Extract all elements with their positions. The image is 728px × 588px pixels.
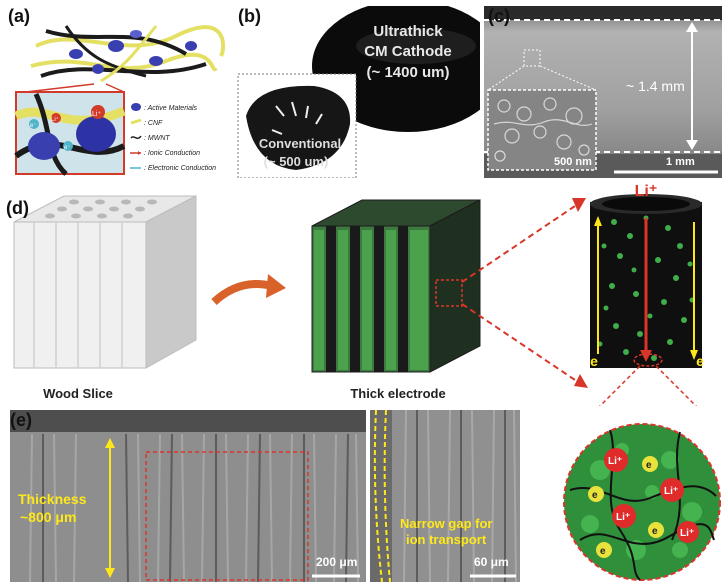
channel-cylinder — [590, 194, 702, 368]
magnified-inset — [487, 89, 597, 171]
panel-a-figure: Li⁺ e⁻ Li⁺ e⁻ : Active Materials : CNF :… — [13, 25, 226, 176]
zoom-arrow-bottom — [461, 303, 579, 383]
circle-e-label: e — [652, 526, 658, 537]
main-scale-label: 1 mm — [666, 156, 695, 168]
panel-c: ~ 1.4 mm 500 nm 1 mm (c) — [484, 6, 722, 178]
panel-e-sem-left: Thickness ~800 μm 200 μm — [10, 410, 366, 582]
panel-label-d: (d) — [6, 198, 29, 218]
conventional-label: Conventional — [259, 136, 341, 151]
panel-label-b: (b) — [238, 6, 261, 26]
legend-ionic-conduction: : Ionic Conduction — [144, 150, 200, 157]
zoom-arrow-top — [461, 203, 579, 283]
gap-label-line2: ion transport — [406, 532, 487, 547]
circle-li-label: Li⁺ — [608, 456, 622, 467]
process-arrow — [211, 280, 273, 306]
circle-e-label: e — [592, 490, 598, 501]
cathode-title-line1: Ultrathick — [373, 23, 443, 40]
panel-e-sem-right: Narrow gap for ion transport 60 μm — [370, 410, 520, 582]
scale-label-left: 200 μm — [316, 555, 357, 569]
zoom-circle-panel: Li⁺ Li⁺ Li⁺ Li⁺ e e e e — [560, 420, 724, 584]
panel-d-schematic: Wood Slice Thick electrode — [13, 183, 704, 406]
conventional-thickness: (~ 500 um) — [264, 154, 329, 169]
panel-d: Wood Slice Thick electrode — [0, 182, 728, 406]
panel-a: Li⁺ e⁻ Li⁺ e⁻ : Active Materials : CNF :… — [6, 6, 232, 178]
gap-label-line1: Narrow gap for — [400, 516, 492, 531]
thickness-value: ~800 μm — [20, 509, 76, 525]
thickness-label: ~ 1.4 mm — [626, 78, 685, 94]
inset-scale-label: 500 nm — [554, 156, 592, 168]
circle-li-label: Li⁺ — [616, 512, 630, 523]
circle-li-label: Li⁺ — [664, 486, 678, 497]
wood-slice-label: Wood Slice — [43, 386, 113, 401]
panel-label-e: (e) — [10, 410, 32, 430]
cathode-thickness: (~ 1400 um) — [367, 64, 450, 81]
panel-b-photo: Ultrathick CM Cathode (~ 1400 um) Conven… — [237, 6, 480, 178]
ion-label: Li⁺ — [51, 116, 59, 123]
electron-label-right: e — [696, 353, 704, 369]
panel-label-c: (c) — [488, 6, 510, 26]
wood-slice-block — [13, 195, 197, 369]
zoom-inset: Li⁺ e⁻ Li⁺ e⁻ — [13, 91, 126, 176]
electron-label-left: e — [590, 353, 598, 369]
electron-label: e⁻ — [64, 145, 71, 151]
panel-e-left: Thickness ~800 μm 200 μm (e) — [10, 410, 366, 582]
panel-e-right: Narrow gap for ion transport 60 μm — [370, 410, 520, 582]
legend: : Active Materials : CNF : MWNT : Ionic … — [130, 103, 216, 172]
panel-b: Ultrathick CM Cathode (~ 1400 um) Conven… — [236, 6, 480, 178]
scale-label-right: 60 μm — [474, 555, 509, 569]
panel-c-sem: ~ 1.4 mm 500 nm 1 mm — [484, 6, 722, 178]
circle-li-label: Li⁺ — [680, 528, 694, 539]
cathode-title-line2: CM Cathode — [364, 43, 452, 60]
panel-label-a: (a) — [8, 6, 30, 26]
circle-e-label: e — [646, 460, 652, 471]
ion-label: Li⁺ — [92, 111, 101, 118]
legend-mwnt: : MWNT — [144, 135, 170, 142]
thickness-label: Thickness — [18, 491, 87, 507]
highlight-region — [145, 451, 309, 581]
legend-electronic-conduction: : Electronic Conduction — [144, 165, 216, 172]
gap-boundary — [373, 410, 383, 582]
circle-e-label: e — [600, 546, 606, 557]
legend-active-materials: : Active Materials — [144, 105, 198, 112]
electron-label: e⁻ — [30, 123, 37, 129]
legend-cnf: : CNF — [144, 120, 163, 127]
thick-electrode-block — [311, 199, 481, 373]
fiber-network-illustration — [25, 25, 226, 93]
electrode-zoom-circle: Li⁺ Li⁺ Li⁺ Li⁺ e e e e — [563, 423, 721, 581]
lithium-ion-label: Li⁺ — [635, 183, 658, 200]
thick-electrode-label: Thick electrode — [350, 386, 445, 401]
